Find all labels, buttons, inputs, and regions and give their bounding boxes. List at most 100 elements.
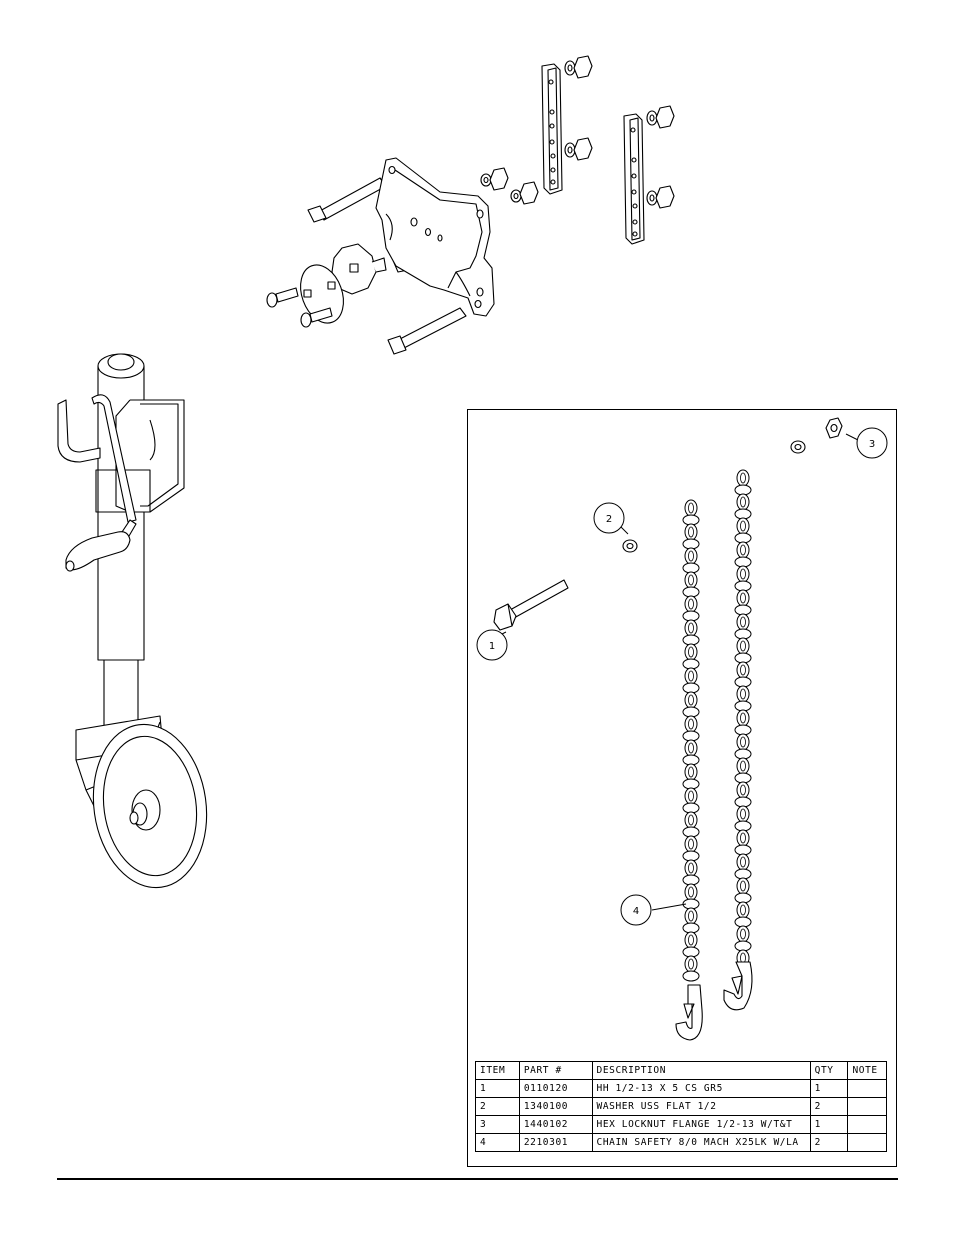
chain-link-hole [688,886,694,898]
chain-link-hole [688,742,694,754]
chain-link-hole [740,688,746,700]
long-bolt-upper [307,177,387,223]
svg-text:4: 4 [633,906,639,917]
chain-link-hole [740,592,746,604]
kit-washer [622,440,806,553]
chain-link-hole [740,664,746,676]
chain-hook-right [723,961,753,1011]
bom-cell-note [847,1115,887,1134]
bom-cell-qty: 1 [809,1115,849,1134]
chain-link-hole [688,622,694,634]
bom-cell-part: 1440102 [518,1115,593,1134]
chain-link-hole [688,526,694,538]
bom-cell-qty: 2 [809,1097,849,1116]
bracket-assembly [266,55,675,355]
bom-cell-note [847,1079,887,1098]
bom-header-qty: QTY [809,1061,849,1080]
chain-link-hole [740,712,746,724]
chain-link-hole [740,880,746,892]
svg-text:2: 2 [606,514,612,525]
chain-link-hole [688,766,694,778]
strap-right-hardware [646,105,675,209]
bill-of-materials: ITEM PART # DESCRIPTION QTY NOTE 1 01101… [475,1061,887,1152]
chain-link-hole [688,550,694,562]
bom-cell-item: 4 [475,1133,520,1152]
bom-row: 3 1440102 HEX LOCKNUT FLANGE 1/2-13 W/T&… [475,1115,887,1134]
bom-cell-description: HEX LOCKNUT FLANGE 1/2-13 W/T&T [591,1115,811,1134]
chain-link-hole [740,808,746,820]
bom-cell-description: HH 1/2-13 X 5 CS GR5 [591,1079,811,1098]
balloon-4: 4 [620,894,652,926]
hardware-kit [493,417,843,1041]
bom-cell-description: CHAIN SAFETY 8/0 MACH X25LK W/LA [591,1133,811,1152]
tongue-jack [57,353,208,889]
balloon-3: 3 [856,427,888,459]
bom-row: 1 0110120 HH 1/2-13 X 5 CS GR5 1 [475,1079,887,1098]
bom-header-item: ITEM [475,1061,520,1080]
chain-link-hole [688,598,694,610]
chain-link-hole [740,760,746,772]
bom-cell-item: 3 [475,1115,520,1134]
carriage-bolt-a [266,287,299,308]
chain-hook-left [675,984,703,1041]
chain-link-hole [740,736,746,748]
channel-strap-right [623,113,645,245]
channel-strap-left [541,63,563,195]
chain-link-hole [688,790,694,802]
nut-washer-set-b [510,181,539,205]
bom-header-note: NOTE [847,1061,887,1080]
bom-header-row: ITEM PART # DESCRIPTION QTY NOTE [475,1061,887,1080]
chain-link-hole [688,646,694,658]
hardware-kit-frame [467,409,897,1167]
chain-link-hole [740,568,746,580]
footer-rule [57,1178,898,1180]
chain-link-hole [688,670,694,682]
chain-link-hole [740,472,746,484]
svg-text:1: 1 [489,641,495,652]
bom-cell-note [847,1133,887,1152]
bom-cell-note [847,1097,887,1116]
bom-row: 4 2210301 CHAIN SAFETY 8/0 MACH X25LK W/… [475,1133,887,1152]
chain-link-hole [688,574,694,586]
chain-link-hole [688,694,694,706]
kit-bolt [493,579,569,631]
bom-cell-item: 2 [475,1097,520,1116]
bom-cell-qty: 2 [809,1133,849,1152]
chain-link-hole [688,958,694,970]
svg-text:3: 3 [869,439,875,450]
chain-link-hole [688,718,694,730]
bom-cell-part: 2210301 [518,1133,593,1152]
chain-link-hole [740,856,746,868]
chain-link-hole [740,904,746,916]
long-bolt-lower [387,307,467,355]
chain-link-hole [740,832,746,844]
balloon-2: 2 [593,502,625,534]
bom-cell-item: 1 [475,1079,520,1098]
chain-link-hole [688,814,694,826]
bom-header-description: DESCRIPTION [591,1061,811,1080]
balloon-1: 1 [476,629,508,661]
bom-cell-qty: 1 [809,1079,849,1098]
bom-cell-part: 0110120 [518,1079,593,1098]
chain-link-hole [740,520,746,532]
chain-link-hole [688,838,694,850]
chain-link-hole [740,544,746,556]
bom-cell-part: 1340100 [518,1097,593,1116]
chain-link-hole [688,910,694,922]
bracket-plate [375,157,495,317]
chain-link-hole [688,934,694,946]
safety-chains [682,469,752,982]
chain-link-hole [740,784,746,796]
bom-cell-description: WASHER USS FLAT 1/2 [591,1097,811,1116]
bom-row: 2 1340100 WASHER USS FLAT 1/2 2 [475,1097,887,1116]
strap-left-hardware [564,55,593,161]
chain-link-hole [740,496,746,508]
chain-link-hole [688,862,694,874]
star-hub [331,243,387,295]
bom-header-part: PART # [518,1061,593,1080]
chain-link [682,970,700,982]
kit-locknut [825,417,843,439]
nut-washer-set-a [480,167,509,191]
carriage-bolt-b [300,307,333,328]
